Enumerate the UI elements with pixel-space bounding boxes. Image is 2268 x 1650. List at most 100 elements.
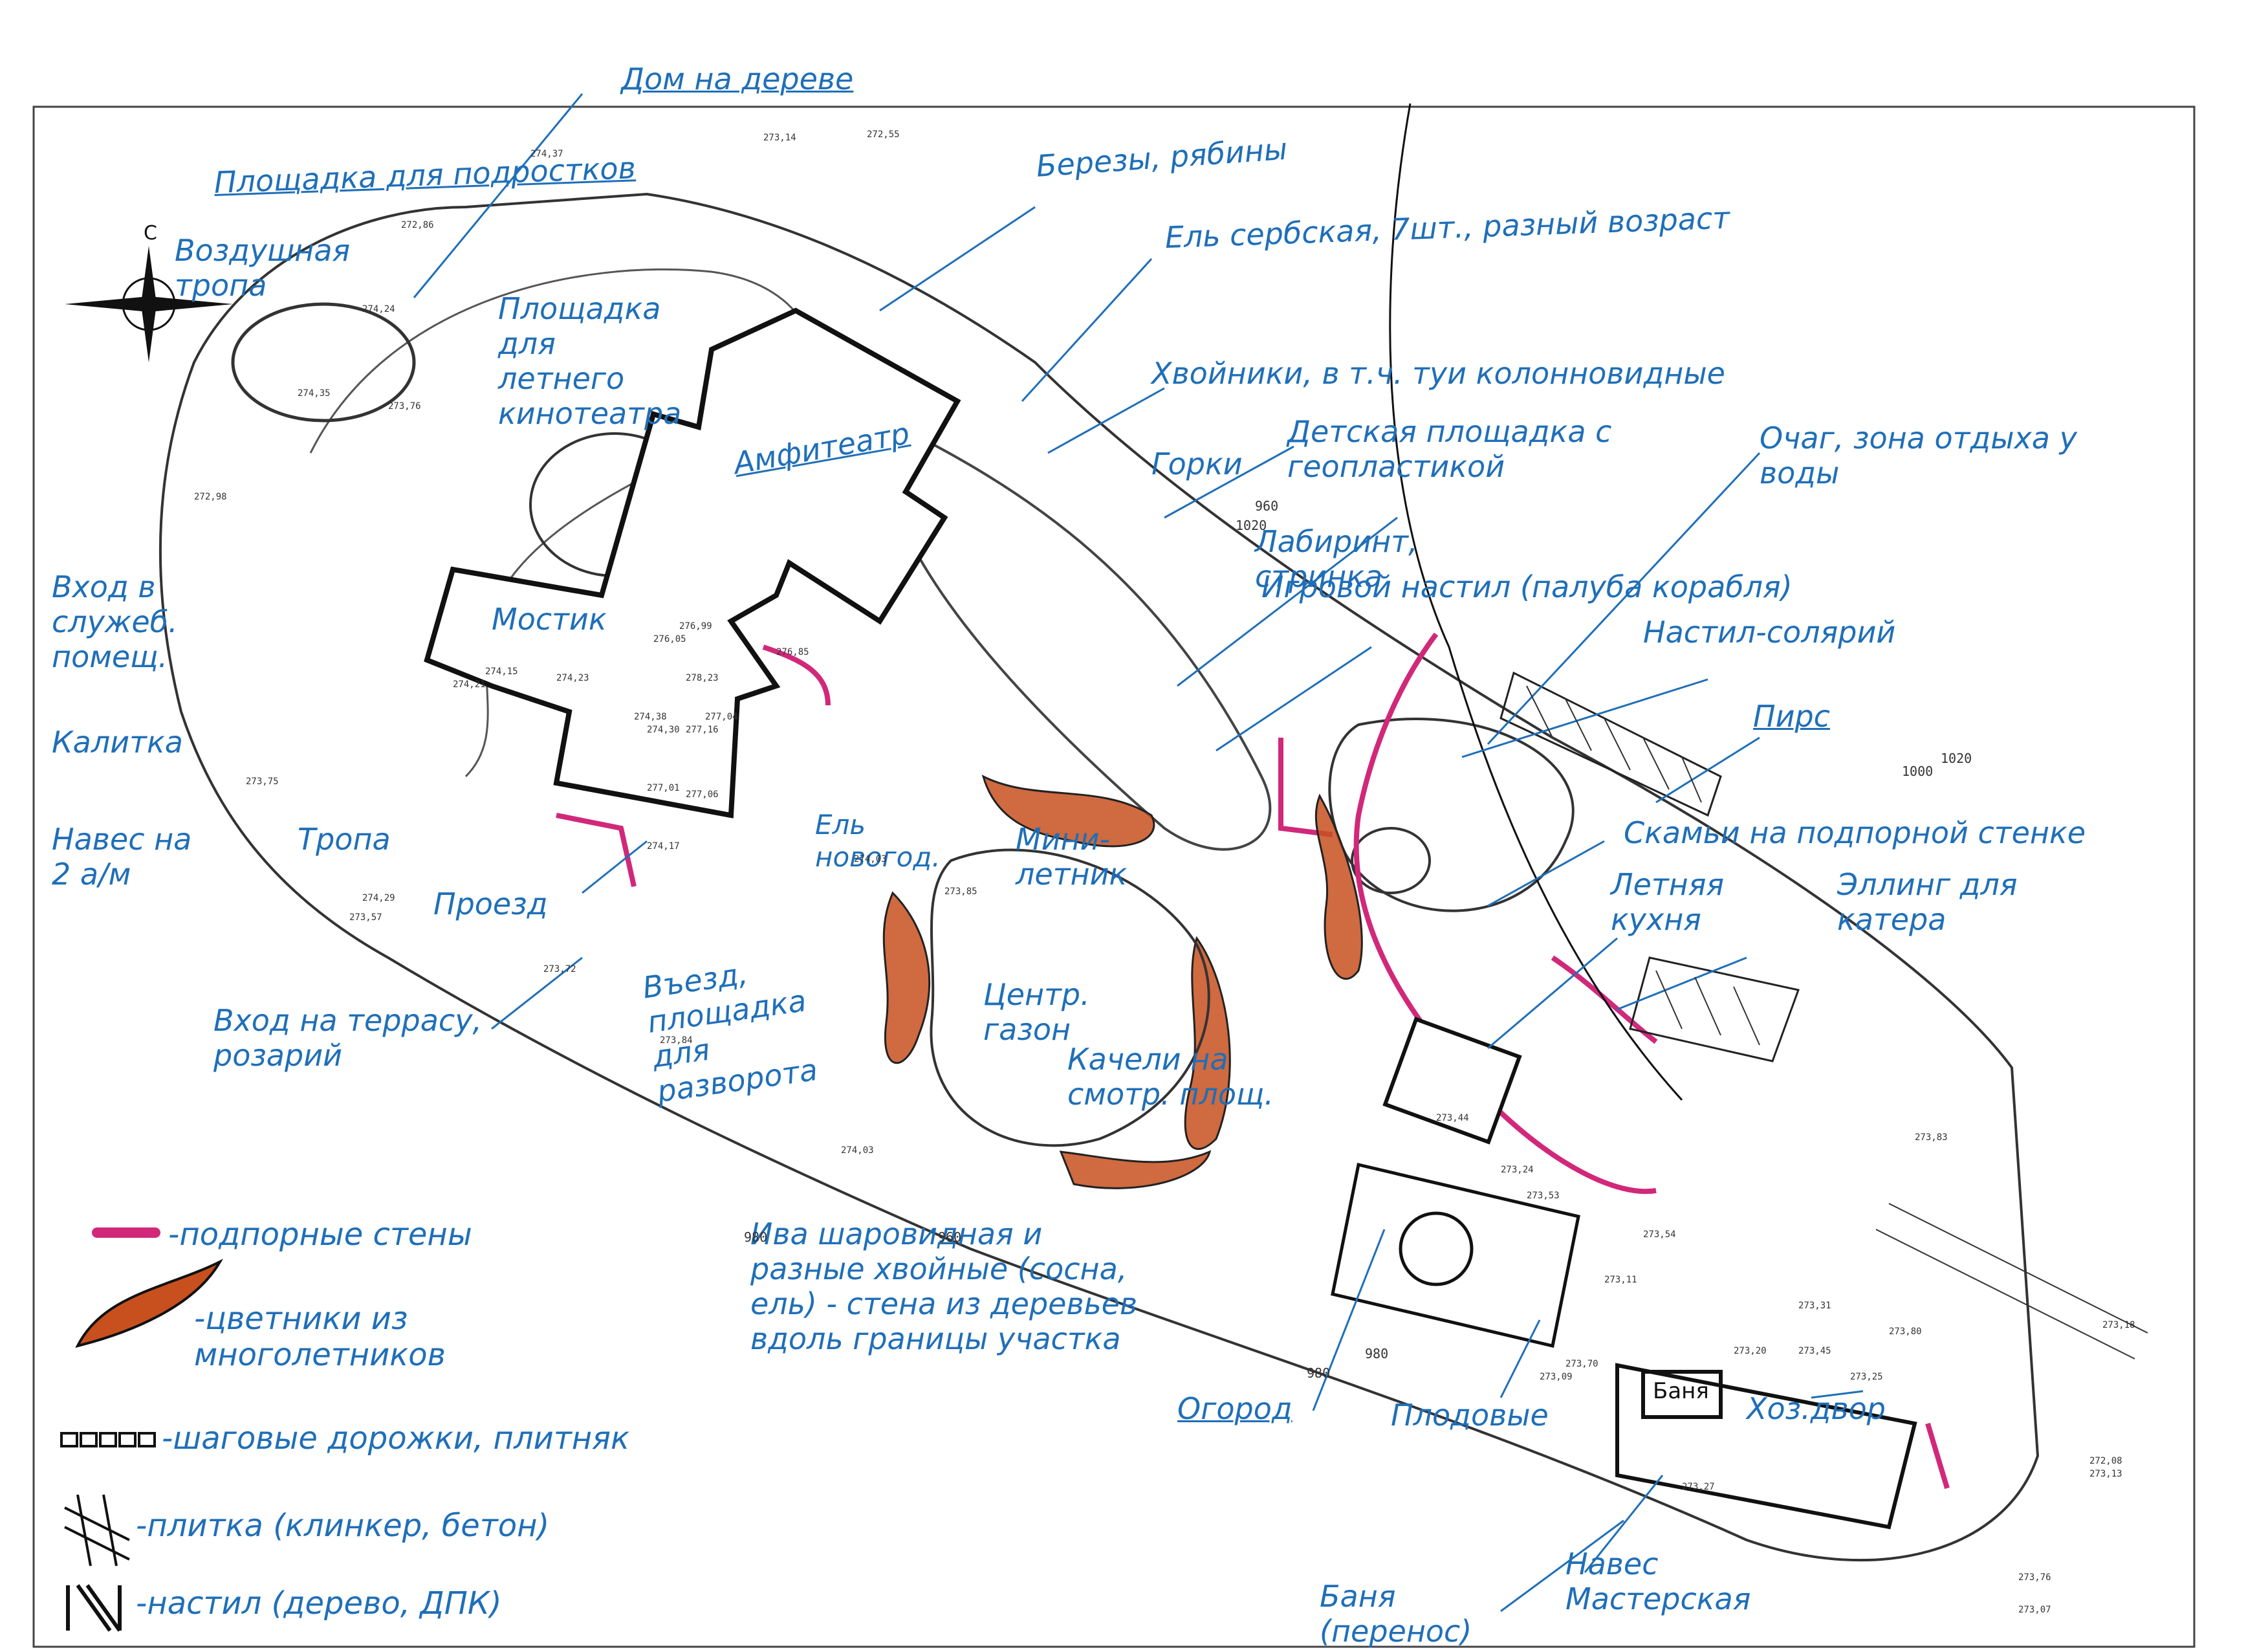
house-footprint — [424, 307, 961, 819]
elevation-mark: 274,21 — [453, 679, 486, 690]
label-bath: Баня (перенос) — [1320, 1579, 1472, 1649]
elevation-mark: 273,20 — [1734, 1346, 1767, 1356]
compass-rose: С — [65, 222, 233, 362]
elevation-mark: 276,99 — [679, 621, 712, 632]
elevation-mark: 272,08 — [2089, 1456, 2122, 1466]
elevation-mark: 273,18 — [2102, 1320, 2135, 1330]
elevation-mark: 274,35 — [298, 388, 331, 399]
elevation-mark: 274,23 — [556, 673, 589, 683]
label-kids-area: Детская площадка с геопластикой — [1287, 414, 1612, 484]
elevation-mark: 274,38 — [634, 712, 667, 722]
elevation-mark: 273,45 — [1798, 1346, 1831, 1356]
elevation-mark: 273,80 — [1889, 1326, 1922, 1337]
water-edge — [1389, 103, 1683, 1101]
label-turnaround: Въезд, площадка для разворота — [640, 956, 820, 1109]
label-mini-field: Мини-летник — [1016, 822, 1128, 892]
elevation-mark: 273,84 — [660, 1035, 693, 1046]
elevation-mark: 274,29 — [362, 893, 395, 903]
elevation-mark: 273,11 — [1604, 1275, 1637, 1285]
elevation-mark: 273,14 — [763, 133, 796, 143]
elevation-mark: 274,30 — [647, 725, 680, 735]
label-swings: Качели на смотр. площ. — [1067, 1042, 1274, 1112]
elevation-mark: 273,85 — [944, 886, 977, 897]
leader-lines — [413, 93, 1864, 1612]
label-service-entry: Вход в служеб. помещ. — [52, 569, 178, 674]
label-bath-tag: Баня — [1653, 1378, 1709, 1404]
elevation-mark: 273,83 — [1915, 1132, 1948, 1143]
label-path: Тропа — [298, 822, 391, 857]
elevation-mark: 274,24 — [362, 304, 395, 314]
elevation-mark: 274,17 — [647, 841, 680, 852]
label-shed: Навес Мастерская — [1565, 1546, 1751, 1616]
elevation-mark: 277,16 — [686, 725, 719, 735]
compass-north-label: С — [144, 222, 157, 245]
elevation-mark: 272,98 — [194, 492, 227, 502]
flower-beds — [882, 775, 1363, 1189]
hills-outline — [871, 412, 1272, 851]
elevation-mark: 274,15 — [485, 666, 518, 677]
hearth-area — [1328, 718, 1575, 912]
elevation-mark: 274,03 — [841, 1145, 874, 1156]
legend-stepping-swatch — [60, 1432, 156, 1447]
elevation-mark: 277,06 — [686, 789, 719, 800]
elevation-mark: 273,76 — [2018, 1572, 2051, 1583]
grid-mark: 960 — [1255, 498, 1279, 514]
elevation-mark: 274,03 — [854, 854, 887, 864]
legend-tile-text: -плитка (клинкер, бетон) — [136, 1508, 550, 1544]
sheet-frame — [32, 105, 2196, 1648]
elevation-mark: 273,44 — [1436, 1113, 1469, 1123]
elevation-mark: 273,70 — [1565, 1359, 1598, 1369]
vegetable-garden — [1331, 1162, 1580, 1348]
elevation-mark: 273,13 — [2089, 1469, 2122, 1479]
legend-wall-text: -подпорные стены — [168, 1216, 472, 1253]
elevation-mark: 273,27 — [1682, 1482, 1715, 1492]
grid-mark: 980 — [1307, 1365, 1331, 1381]
grid-mark: 980 — [1365, 1346, 1389, 1361]
elevation-mark: 273,57 — [349, 912, 382, 923]
elevation-mark: 276,85 — [776, 647, 809, 657]
bath-tag-box — [1641, 1370, 1723, 1419]
label-utility: Хоз.двор — [1747, 1391, 1886, 1426]
elevation-mark: 272,55 — [867, 129, 900, 140]
label-tree-house: Дом на дереве — [621, 61, 854, 96]
label-orchard: Плодовые — [1391, 1398, 1549, 1433]
legend-deck-text: -настил (дерево, ДПК) — [136, 1585, 502, 1622]
legend-tile-swatch — [64, 1494, 130, 1567]
elevation-mark: 272,86 — [401, 220, 434, 230]
label-hearth: Очаг, зона отдыха у воды — [1760, 421, 2077, 490]
label-birch-grove: Ель новогод. — [815, 809, 941, 873]
grid-mark: 1020 — [1941, 751, 1972, 766]
label-labyrinth: Лабиринт, стринка — [1255, 524, 1418, 594]
retaining-walls — [556, 632, 1950, 1490]
label-gate: Калитка — [52, 725, 183, 760]
elevation-mark: 277,01 — [647, 783, 680, 793]
label-lawn: Центр. газон — [983, 977, 1090, 1047]
garden-center — [1399, 1211, 1474, 1286]
legend-flower-swatch — [75, 1259, 224, 1348]
legend-deck-swatch — [66, 1584, 122, 1632]
hearth-circle — [1351, 827, 1431, 894]
label-air-trail: Воздушная тропа — [175, 233, 351, 303]
legend-flowers-text: -цветники из многолетников — [194, 1301, 446, 1373]
label-slipway: Эллинг для катера — [1837, 867, 2018, 937]
elevation-mark: 273,24 — [1501, 1165, 1534, 1175]
central-lawn — [930, 848, 1210, 1147]
elevation-mark: 273,75 — [246, 776, 279, 787]
legend-swatches — [60, 1227, 224, 1632]
elevation-mark: 273,54 — [1643, 1229, 1676, 1240]
label-hills: Горки — [1151, 446, 1243, 481]
elevation-mark: 273,25 — [1850, 1372, 1883, 1382]
teen-area-circle — [231, 302, 416, 423]
decking-hatch — [1526, 685, 2148, 1359]
grid-mark: 980 — [744, 1229, 768, 1245]
label-play-deck: Игровой настил (палуба корабля) — [1261, 569, 1793, 604]
elevation-mark: 273,53 — [1527, 1191, 1560, 1201]
elevation-mark: 273,09 — [1540, 1372, 1573, 1382]
site-boundary — [159, 192, 2040, 1562]
label-summer-kitchen: Летняя кухня — [1611, 867, 1725, 937]
label-summer-cinema: Площадка для летнего кинотеатра — [498, 291, 682, 431]
grid-mark: 960 — [938, 1229, 962, 1245]
label-driveway: Проезд — [433, 886, 548, 921]
elevation-mark: 273,72 — [543, 964, 576, 974]
